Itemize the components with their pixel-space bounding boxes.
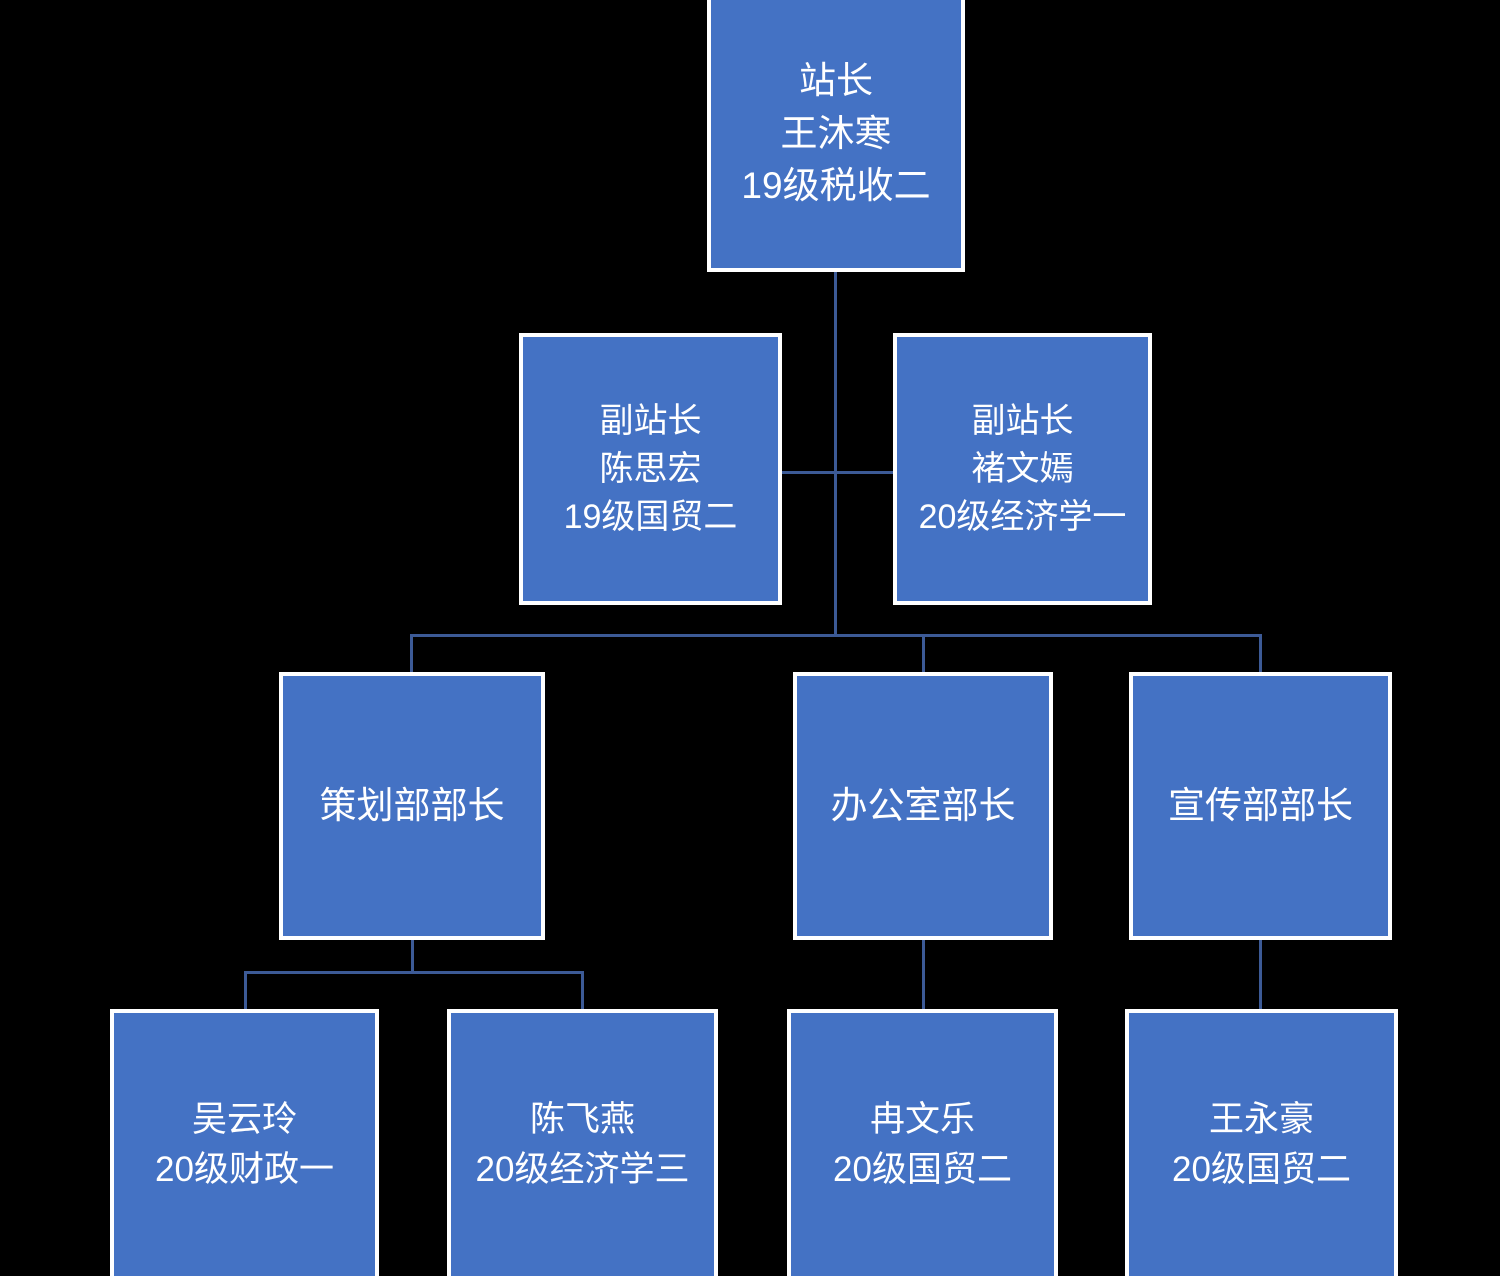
node-role: 站长 bbox=[799, 60, 873, 102]
node-deputy-left[interactable]: 副站长 陈思宏 19级国贸二 bbox=[519, 333, 782, 605]
node-member-office-1[interactable]: 冉文乐 20级国贸二 bbox=[787, 1009, 1058, 1276]
connector-drop-office bbox=[922, 634, 925, 672]
node-deputy-right[interactable]: 副站长 褚文嫣 20级经济学一 bbox=[893, 333, 1152, 605]
node-class: 19级税收二 bbox=[741, 165, 931, 207]
node-member-publicity-1[interactable]: 王永豪 20级国贸二 bbox=[1125, 1009, 1398, 1276]
node-dept-planning[interactable]: 策划部部长 bbox=[279, 672, 545, 940]
node-member-planning-1[interactable]: 吴云玲 20级财政一 bbox=[110, 1009, 379, 1276]
connector-drop-publicity bbox=[1259, 634, 1262, 672]
node-name: 陈飞燕 bbox=[529, 1099, 635, 1139]
node-class: 20级经济学一 bbox=[918, 498, 1127, 537]
node-class: 20级国贸二 bbox=[833, 1149, 1012, 1189]
connector-office-to-member bbox=[922, 940, 925, 1010]
node-name: 冉文乐 bbox=[869, 1099, 975, 1139]
connector-drop-planning bbox=[410, 634, 413, 672]
connector-deputies-to-departments-vertical bbox=[834, 471, 837, 635]
node-class: 20级经济学三 bbox=[475, 1149, 690, 1189]
node-class: 19级国贸二 bbox=[563, 498, 738, 537]
node-name: 褚文嫣 bbox=[971, 449, 1074, 488]
connector-deputy-horizontal bbox=[778, 471, 896, 474]
node-role: 办公室部长 bbox=[830, 784, 1016, 826]
node-name: 吴云玲 bbox=[191, 1099, 297, 1139]
connector-publicity-to-member bbox=[1259, 940, 1262, 1010]
node-class: 20级国贸二 bbox=[1172, 1149, 1351, 1189]
connector-planning-to-members-vertical bbox=[411, 940, 414, 972]
node-dept-publicity[interactable]: 宣传部部长 bbox=[1129, 672, 1392, 940]
node-role: 副站长 bbox=[599, 401, 702, 440]
node-station-chief[interactable]: 站长 王沐寒 19级税收二 bbox=[707, 0, 965, 272]
node-name: 陈思宏 bbox=[599, 449, 702, 488]
connector-department-bus bbox=[410, 634, 1262, 637]
connector-drop-member-planning-2 bbox=[581, 971, 584, 1010]
node-role: 副站长 bbox=[971, 401, 1074, 440]
connector-chief-to-deputies-vertical bbox=[834, 272, 837, 474]
node-role: 宣传部部长 bbox=[1168, 784, 1353, 826]
node-member-planning-2[interactable]: 陈飞燕 20级经济学三 bbox=[447, 1009, 718, 1276]
connector-planning-member-bus bbox=[244, 971, 584, 974]
node-dept-office[interactable]: 办公室部长 bbox=[793, 672, 1053, 940]
node-name: 王沐寒 bbox=[780, 112, 892, 154]
connector-drop-member-planning-1 bbox=[244, 971, 247, 1010]
node-role: 策划部部长 bbox=[319, 784, 505, 826]
node-name: 王永豪 bbox=[1208, 1099, 1314, 1139]
node-class: 20级财政一 bbox=[155, 1149, 334, 1189]
